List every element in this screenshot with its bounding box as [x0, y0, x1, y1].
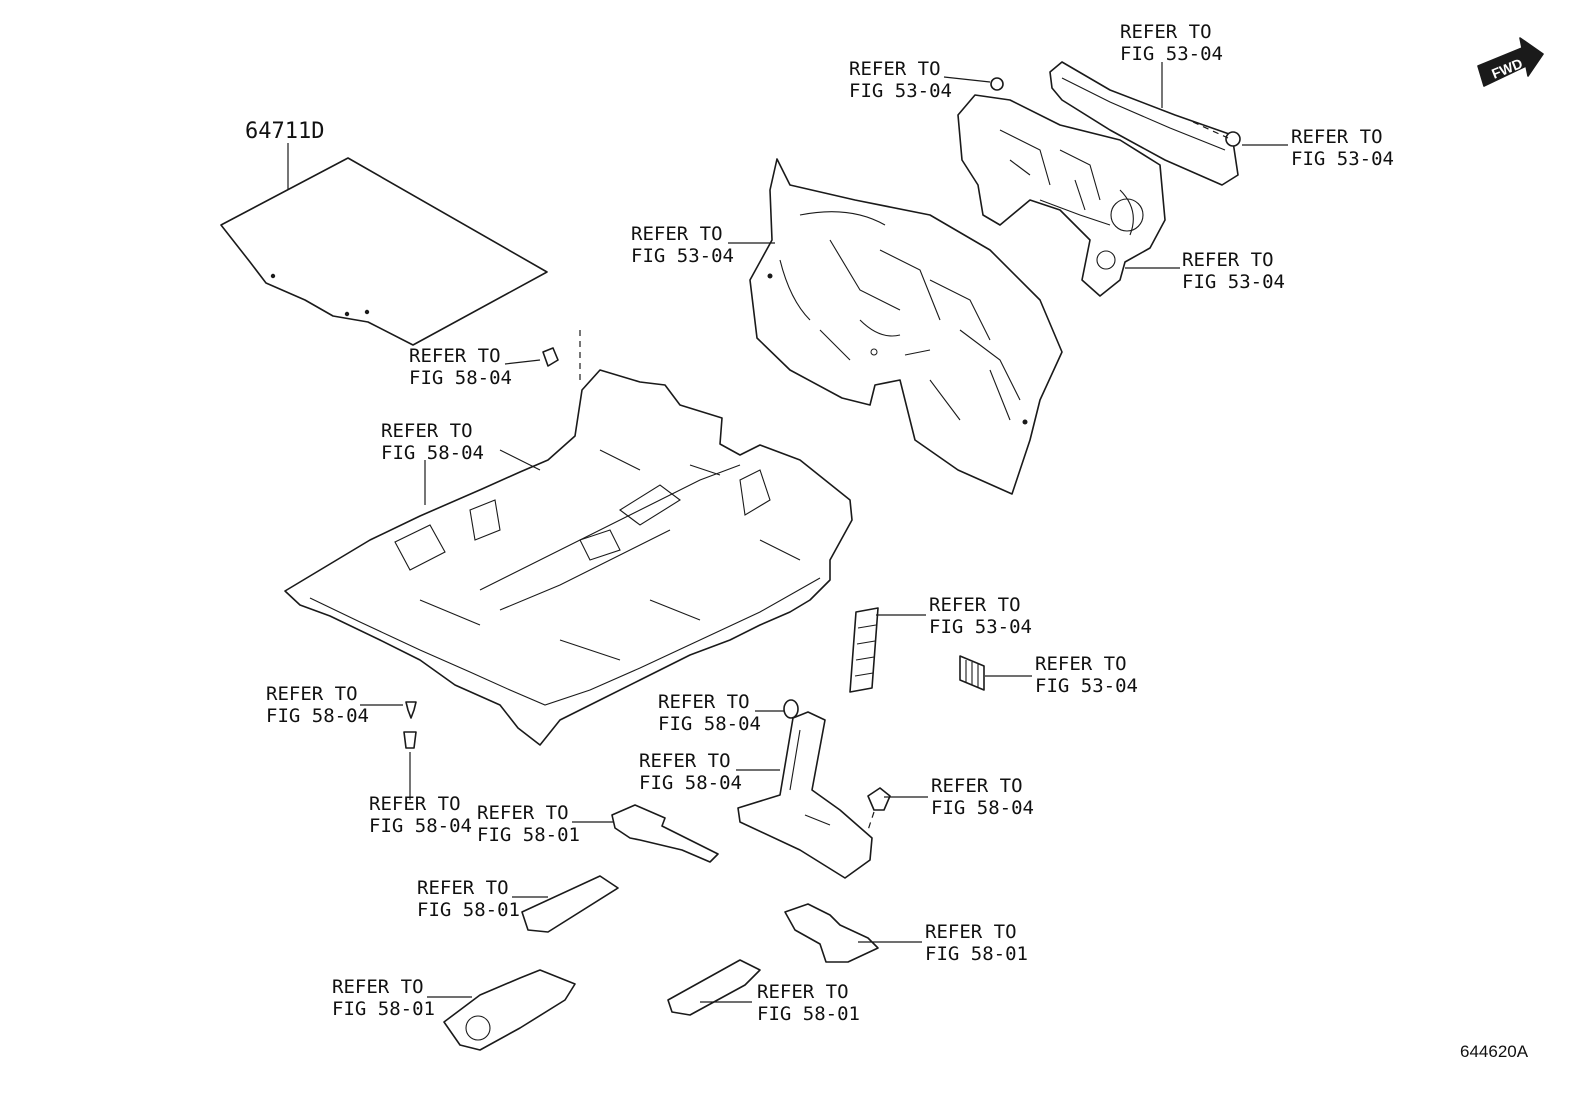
svg-text:FIG 53-04: FIG 53-04 — [1035, 675, 1138, 697]
svg-text:REFER TO: REFER TO — [1120, 21, 1212, 43]
svg-text:REFER TO: REFER TO — [332, 976, 424, 998]
svg-text:REFER TO: REFER TO — [931, 775, 1023, 797]
floor-silencer-4[interactable] — [443, 969, 576, 1051]
svg-text:FIG 53-04: FIG 53-04 — [1182, 271, 1285, 293]
callout-6: REFER TO FIG 58-04 — [381, 420, 484, 464]
floor-silencer-1[interactable] — [611, 804, 719, 863]
svg-text:REFER TO: REFER TO — [266, 683, 358, 705]
callout-5: REFER TO FIG 58-04 — [409, 345, 512, 389]
dash-silencer-part[interactable] — [749, 158, 1063, 495]
push-clip-part[interactable] — [867, 787, 891, 811]
svg-text:FIG 58-01: FIG 58-01 — [332, 998, 435, 1020]
svg-text:REFER TO: REFER TO — [849, 58, 941, 80]
figure-code: 644620A — [1460, 1042, 1529, 1061]
fwd-arrow-icon: FWD — [1477, 37, 1544, 87]
pad-part[interactable] — [849, 607, 879, 693]
callout-4: REFER TO FIG 53-04 — [631, 223, 734, 267]
callout-1: REFER TO FIG 53-04 — [1120, 21, 1223, 65]
svg-text:REFER TO: REFER TO — [639, 750, 731, 772]
svg-text:FIG 53-04: FIG 53-04 — [929, 616, 1032, 638]
svg-text:REFER TO: REFER TO — [369, 793, 461, 815]
callout-18: REFER TO FIG 58-01 — [757, 981, 860, 1025]
callout-0: REFER TO FIG 53-04 — [849, 58, 952, 102]
callout-17: REFER TO FIG 58-01 — [332, 976, 435, 1020]
svg-text:FIG 58-01: FIG 58-01 — [925, 943, 1028, 965]
callout-10: REFER TO FIG 58-04 — [658, 691, 761, 735]
svg-text:FIG 58-04: FIG 58-04 — [931, 797, 1034, 819]
callout-8: REFER TO FIG 53-04 — [1035, 653, 1138, 697]
callout-9: REFER TO FIG 58-04 — [266, 683, 369, 727]
svg-text:REFER TO: REFER TO — [1291, 126, 1383, 148]
dash-insulator-part[interactable] — [957, 94, 1166, 297]
clip-part[interactable] — [403, 701, 417, 800]
svg-text:REFER TO: REFER TO — [381, 420, 473, 442]
svg-text:REFER TO: REFER TO — [757, 981, 849, 1003]
svg-text:FIG 58-04: FIG 58-04 — [658, 713, 761, 735]
svg-text:FIG 53-04: FIG 53-04 — [849, 80, 952, 102]
callout-12: REFER TO FIG 58-04 — [931, 775, 1034, 819]
callout-13: REFER TO FIG 58-04 — [369, 793, 472, 837]
grommet-part[interactable] — [783, 699, 799, 719]
svg-text:REFER TO: REFER TO — [477, 802, 569, 824]
svg-text:FIG 58-04: FIG 58-04 — [381, 442, 484, 464]
svg-text:FIG 53-04: FIG 53-04 — [631, 245, 734, 267]
callout-16: REFER TO FIG 58-01 — [925, 921, 1028, 965]
cowl-silencer-part[interactable] — [1049, 61, 1239, 186]
part-number-label: 64711D — [245, 119, 324, 144]
callout-2: REFER TO FIG 53-04 — [1291, 126, 1394, 170]
svg-text:FIG 58-01: FIG 58-01 — [757, 1003, 860, 1025]
callout-7: REFER TO FIG 53-04 — [929, 594, 1032, 638]
svg-text:REFER TO: REFER TO — [929, 594, 1021, 616]
floor-silencer-5[interactable] — [667, 959, 761, 1016]
svg-text:FIG 53-04: FIG 53-04 — [1120, 43, 1223, 65]
svg-text:REFER TO: REFER TO — [417, 877, 509, 899]
callout-14: REFER TO FIG 58-01 — [477, 802, 580, 846]
svg-text:FIG 58-04: FIG 58-04 — [409, 367, 512, 389]
foot-silencer-part[interactable] — [737, 711, 873, 879]
callout-11: REFER TO FIG 58-04 — [639, 750, 742, 794]
svg-text:REFER TO: REFER TO — [409, 345, 501, 367]
svg-text:REFER TO: REFER TO — [925, 921, 1017, 943]
pad-part-small[interactable] — [959, 655, 985, 691]
svg-text:REFER TO: REFER TO — [658, 691, 750, 713]
svg-text:FIG 58-04: FIG 58-04 — [639, 772, 742, 794]
svg-text:FIG 58-04: FIG 58-04 — [369, 815, 472, 837]
svg-text:REFER TO: REFER TO — [1035, 653, 1127, 675]
svg-text:FIG 58-04: FIG 58-04 — [266, 705, 369, 727]
svg-text:FIG 53-04: FIG 53-04 — [1291, 148, 1394, 170]
callout-3: REFER TO FIG 53-04 — [1182, 249, 1285, 293]
svg-text:REFER TO: REFER TO — [1182, 249, 1274, 271]
svg-text:REFER TO: REFER TO — [631, 223, 723, 245]
floor-carpet-part[interactable] — [284, 369, 853, 746]
floor-silencer-2[interactable] — [521, 875, 619, 933]
svg-text:FIG 58-01: FIG 58-01 — [477, 824, 580, 846]
part-64711d-mat[interactable] — [220, 157, 548, 346]
callout-15: REFER TO FIG 58-01 — [417, 877, 520, 921]
svg-text:FIG 58-01: FIG 58-01 — [417, 899, 520, 921]
floor-silencer-3[interactable] — [784, 903, 879, 963]
